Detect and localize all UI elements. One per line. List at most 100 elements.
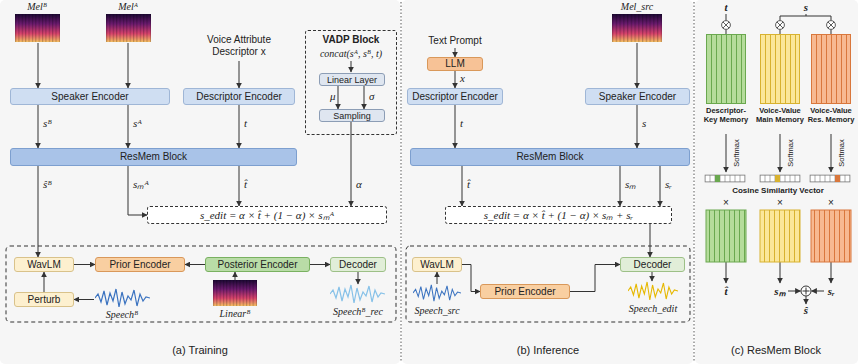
panel-separator bbox=[694, 2, 695, 362]
multiply-symbol bbox=[776, 21, 785, 30]
waveform bbox=[413, 285, 461, 301]
arrow bbox=[455, 48, 456, 57]
text-label: × bbox=[723, 197, 729, 209]
arrow bbox=[831, 262, 832, 283]
connector bbox=[128, 166, 147, 215]
box-label: Descriptor Encoder bbox=[412, 91, 498, 103]
encoder-box: Descriptor Encoder bbox=[183, 88, 295, 105]
connector bbox=[185, 264, 205, 265]
text-label: t̂ bbox=[724, 285, 727, 297]
arrow bbox=[726, 262, 727, 283]
process-box: Prior Encoder bbox=[95, 257, 185, 272]
connector bbox=[239, 105, 240, 148]
arrow bbox=[812, 291, 825, 292]
signal-label: μ bbox=[329, 90, 337, 102]
encoder-box: Speaker Encoder bbox=[10, 88, 170, 105]
similarity-vector bbox=[810, 175, 850, 182]
vector-highlight bbox=[835, 175, 840, 182]
memory-label: Voice-Value Main Memory bbox=[755, 106, 805, 124]
box-label: Prior Encoder bbox=[494, 286, 555, 298]
formula-text: s_edit = α × t̂ + (1 − α) × sₘ + sᵣ bbox=[484, 209, 634, 221]
vector-highlight bbox=[775, 175, 780, 182]
text-label: Linearᴮ bbox=[220, 308, 251, 320]
process-box: WavLM bbox=[14, 257, 74, 272]
encoder-box: Speaker Encoder bbox=[585, 88, 690, 105]
connector bbox=[310, 264, 330, 265]
process-box: Posterior Encoder bbox=[205, 257, 310, 272]
arrow bbox=[726, 134, 727, 172]
signal-label: sᴬ bbox=[132, 117, 143, 129]
arrow bbox=[235, 272, 236, 280]
box-label: Decoder bbox=[634, 259, 672, 271]
panel-caption: (a) Training bbox=[172, 344, 228, 356]
signal-label: sₘ bbox=[624, 178, 637, 190]
add-symbol bbox=[803, 288, 810, 295]
signal-label: α bbox=[355, 178, 363, 190]
formula-box: s_edit = α × t̂ + (1 − α) × sₘᴬ bbox=[147, 206, 387, 224]
memory-label: Descriptor-Key Memory bbox=[701, 106, 751, 124]
connector bbox=[455, 71, 456, 88]
connector bbox=[364, 86, 365, 109]
arrow bbox=[437, 272, 438, 284]
text-label: Speechᴮ bbox=[106, 309, 139, 321]
signal-label: s bbox=[641, 117, 647, 129]
arrow bbox=[806, 296, 807, 304]
arrow bbox=[831, 134, 832, 172]
llm-box: LLM bbox=[427, 57, 483, 71]
signal-label: t̂ bbox=[243, 178, 248, 190]
text-label: × bbox=[828, 197, 834, 209]
box-label: Posterior Encoder bbox=[217, 259, 297, 271]
memory-matrix: Voice-Value Main Memory bbox=[755, 34, 805, 132]
memory-matrix: Descriptor-Key Memory bbox=[701, 34, 751, 132]
process-box: Decoder bbox=[330, 257, 386, 272]
arrow bbox=[239, 61, 240, 88]
box-label: Prior Encoder bbox=[109, 259, 170, 271]
text-label: sₘ bbox=[774, 285, 785, 297]
connector bbox=[650, 224, 651, 257]
connector bbox=[239, 166, 240, 206]
text-label: Text Prompt bbox=[428, 35, 481, 47]
signal-label: x bbox=[459, 72, 466, 84]
arrow bbox=[780, 134, 781, 172]
box-label: Linear Layer bbox=[327, 74, 377, 86]
box-label: Speaker Encoder bbox=[599, 91, 676, 103]
text-label: × bbox=[777, 197, 783, 209]
signal-label: sᵣ bbox=[664, 178, 673, 190]
connector bbox=[128, 105, 129, 148]
box-label: Decoder bbox=[339, 259, 377, 271]
text-label: s bbox=[804, 1, 808, 13]
panel-ground bbox=[0, 0, 400, 364]
dashed-group bbox=[6, 246, 396, 322]
layer-box: Linear Layer bbox=[319, 73, 385, 86]
signal-label: t bbox=[243, 117, 248, 129]
signal-label: t bbox=[459, 117, 464, 129]
memory-matrix bbox=[706, 210, 746, 262]
multiply-symbol bbox=[722, 21, 731, 30]
mel-spectrogram bbox=[106, 14, 151, 42]
arrow bbox=[358, 272, 359, 284]
panel-ground bbox=[695, 0, 858, 364]
memory-block: ResMem Block bbox=[410, 148, 690, 166]
box-label: WavLM bbox=[27, 259, 61, 271]
process-box: Perturb bbox=[14, 292, 74, 307]
signal-label: sᴮ bbox=[42, 117, 53, 129]
arrow bbox=[780, 262, 781, 283]
box-label: Descriptor Encoder bbox=[196, 91, 282, 103]
arrow bbox=[652, 272, 653, 281]
formula-text: s_edit = α × t̂ + (1 − α) × sₘᴬ bbox=[200, 209, 334, 221]
text-label: Softmax bbox=[731, 139, 743, 167]
add-symbol bbox=[801, 286, 811, 296]
text-label: Speech_src bbox=[414, 305, 459, 317]
similarity-vector bbox=[705, 175, 745, 182]
connector bbox=[620, 166, 621, 206]
box-label: Speaker Encoder bbox=[51, 91, 128, 103]
text-label: Mel_src bbox=[621, 1, 653, 13]
connector bbox=[660, 166, 661, 206]
signal-label: sₘᴬ bbox=[132, 178, 150, 190]
panel-ground bbox=[402, 0, 693, 364]
connector bbox=[38, 166, 39, 257]
box-label: Sampling bbox=[333, 110, 371, 122]
box-label: WavLM bbox=[420, 259, 454, 271]
arrow bbox=[128, 43, 129, 88]
input-wires bbox=[726, 14, 831, 34]
